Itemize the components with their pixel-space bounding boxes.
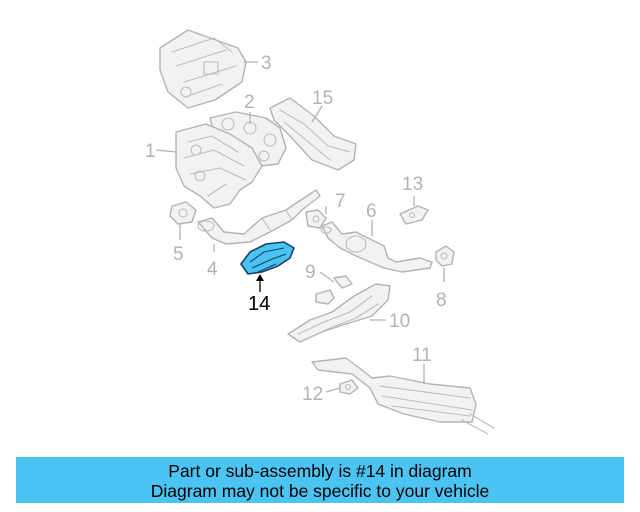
exhaust-parts-diagram: 3 2 15 1 5 4 14	[145, 29, 495, 435]
callout-14: 14	[248, 293, 270, 315]
callout-8: 8	[436, 290, 447, 311]
callout-2: 2	[244, 92, 255, 113]
part-8-rubber-hanger[interactable]	[435, 245, 455, 267]
part-12-hanger-clamp[interactable]	[339, 379, 359, 395]
callout-13: 13	[402, 174, 423, 195]
caption-line-part: Part or sub-assembly is #14 in diagram	[168, 461, 472, 481]
callout-6: 6	[366, 201, 377, 222]
part-9-clamp[interactable]	[315, 275, 353, 305]
part-7-hanger[interactable]	[305, 209, 327, 229]
callout-3: 3	[261, 53, 272, 74]
part-6-intermediate-pipe[interactable]	[320, 221, 433, 273]
part-14-heat-shield-highlighted[interactable]	[240, 241, 295, 275]
callout-1: 1	[145, 141, 156, 162]
callout-15: 15	[312, 88, 333, 109]
callout-9: 9	[305, 262, 316, 283]
callout-4: 4	[207, 259, 218, 280]
part-13-bracket[interactable]	[399, 205, 429, 225]
part-11-rear-muffler[interactable]	[311, 357, 495, 435]
caption-banner: Part or sub-assembly is #14 in diagram D…	[16, 457, 624, 503]
callout-10: 10	[389, 311, 410, 332]
part-10-heat-shield[interactable]	[287, 283, 391, 343]
callout-11: 11	[412, 345, 432, 366]
callout-7: 7	[335, 191, 346, 212]
caption-line-disclaimer: Diagram may not be specific to your vehi…	[150, 481, 490, 501]
part-4-front-pipe-converter[interactable]	[197, 189, 321, 245]
callout-12: 12	[302, 384, 323, 405]
callout-5: 5	[173, 244, 184, 265]
part-5-flange-gasket[interactable]	[169, 201, 197, 225]
part-15-heat-shield[interactable]	[269, 97, 357, 171]
part-1-exhaust-manifold[interactable]	[175, 123, 263, 209]
part-3-engine-cover[interactable]	[159, 29, 247, 109]
